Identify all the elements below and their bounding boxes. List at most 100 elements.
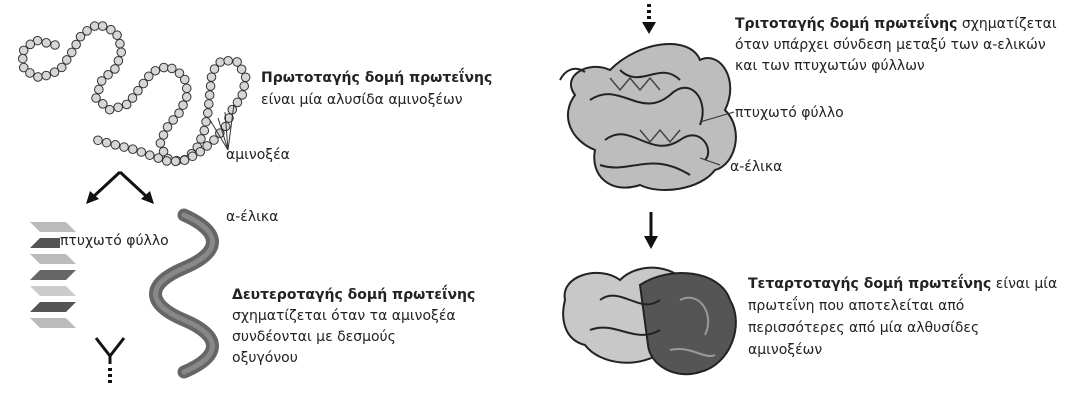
amino-acid-bead xyxy=(42,39,51,48)
amino-acid-bead xyxy=(207,73,216,82)
quaternary-title: Τεταρτοταγής δομή πρωτεΐνης είναι μία xyxy=(748,274,1057,294)
amino-acid-bead xyxy=(180,156,189,165)
amino-acid-bead xyxy=(97,77,106,86)
secondary-line1: σχηματίζεται όταν τα αμινοξέα xyxy=(232,306,456,326)
amino-acid-bead xyxy=(114,103,123,112)
amino-acid-bead xyxy=(163,157,172,166)
tertiary-input-arrow xyxy=(642,4,656,34)
amino-acid-bead xyxy=(114,57,123,66)
amino-acid-bead xyxy=(137,148,146,157)
amino-acid-bead xyxy=(151,66,160,75)
amino-acid-bead xyxy=(163,123,172,132)
primary-title-bold: Πρωτοταγής δομή πρωτεΐνης xyxy=(261,70,492,86)
quaternary-line2: πρωτεΐνη που αποτελείται από xyxy=(748,296,964,316)
amino-acid-bead xyxy=(139,79,148,88)
amino-acid-chain xyxy=(18,22,250,166)
amino-acid-bead xyxy=(168,64,177,73)
merge-dots xyxy=(108,368,112,383)
tertiary-title: Τριτοταγής δομή πρωτεΐνης σχηματίζεται xyxy=(735,14,1057,34)
amino-acid-bead xyxy=(83,27,92,36)
amino-acid-bead xyxy=(196,147,205,156)
amino-acid-bead xyxy=(19,46,28,55)
tertiary-line2: όταν υπάρχει σύνδεση μεταξύ των α-ελικών xyxy=(735,35,1046,55)
amino-acid-bead xyxy=(182,93,191,102)
amino-acid-bead xyxy=(159,131,168,140)
amino-acid-bead xyxy=(62,56,71,65)
quaternary-title-rest: είναι μία xyxy=(991,276,1057,292)
amino-acid-bead xyxy=(134,86,143,95)
amino-acid-bead xyxy=(154,154,163,163)
primary-aminoacid-label: αμινοξέα xyxy=(226,146,290,164)
amino-acid-bead xyxy=(238,91,247,100)
beta-strand xyxy=(30,270,76,280)
amino-acid-bead xyxy=(105,105,114,114)
beta-strand xyxy=(30,286,76,296)
amino-acid-bead xyxy=(145,151,154,160)
beta-strand xyxy=(30,222,76,232)
split-arrows xyxy=(93,172,147,197)
tertiary-helix-label: α-έλικα xyxy=(730,158,782,176)
amino-acid-bead xyxy=(57,63,66,72)
amino-acid-bead xyxy=(111,141,120,150)
amino-acid-bead xyxy=(240,82,249,91)
amino-acid-bead xyxy=(102,138,111,147)
amino-acid-bead xyxy=(117,48,126,57)
amino-acid-bead xyxy=(180,75,189,84)
tertiary-title-rest: σχηματίζεται xyxy=(957,16,1056,32)
secondary-title-bold: Δευτεροταγής δομή πρωτεΐνης xyxy=(232,287,475,303)
amino-acid-bead xyxy=(179,101,188,110)
amino-acid-bead xyxy=(116,39,125,48)
quaternary-title-bold: Τεταρτοταγής δομή πρωτεΐνης xyxy=(748,276,991,292)
amino-acid-bead xyxy=(18,54,27,63)
quaternary-structure xyxy=(563,268,736,375)
amino-acid-bead xyxy=(26,69,35,78)
amino-acid-bead xyxy=(90,22,99,31)
amino-acid-bead xyxy=(171,157,180,166)
beta-strand xyxy=(30,302,76,312)
primary-title: Πρωτοταγής δομή πρωτεΐνης xyxy=(261,68,492,88)
beta-strand xyxy=(30,318,76,328)
secondary-line3: οξυγόνου xyxy=(232,348,298,368)
tertiary-sheet-label: πτυχωτό φύλλο xyxy=(735,104,844,122)
amino-acid-bead xyxy=(202,117,211,126)
amino-acid-bead xyxy=(206,82,215,91)
tertiary-line3: και των πτυχωτών φύλλων xyxy=(735,56,925,76)
amino-acid-bead xyxy=(205,100,214,109)
amino-acid-bead xyxy=(128,94,137,103)
tertiary-structure xyxy=(560,44,736,190)
amino-acid-bead xyxy=(216,58,225,67)
amino-acid-bead xyxy=(197,135,206,144)
amino-acid-bead xyxy=(237,65,246,74)
amino-acid-bead xyxy=(233,98,242,107)
amino-acid-bead xyxy=(67,48,76,57)
quaternary-line3: περισσότερες από μία αλθυσίδες xyxy=(748,318,979,338)
amino-acid-bead xyxy=(113,31,122,40)
primary-text: είναι μία αλυσίδα αμινοξέων xyxy=(261,90,463,110)
amino-acid-bead xyxy=(120,143,129,152)
amino-acid-bead xyxy=(42,71,51,80)
amino-acid-bead xyxy=(224,56,233,65)
quaternary-arrow xyxy=(644,212,658,249)
amino-acid-bead xyxy=(159,63,168,72)
amino-acid-bead xyxy=(51,41,60,50)
amino-acid-bead xyxy=(128,145,137,154)
merge-arrow xyxy=(96,338,124,364)
amino-acid-bead xyxy=(188,152,197,161)
amino-acid-bead xyxy=(204,109,213,118)
tertiary-title-bold: Τριτοταγής δομή πρωτεΐνης xyxy=(735,16,957,32)
amino-acid-bead xyxy=(205,91,214,100)
amino-acid-bead xyxy=(241,73,250,82)
secondary-line2: συνδέονται με δεσμούς xyxy=(232,327,396,347)
amino-acid-bead xyxy=(156,139,165,148)
amino-acid-bead xyxy=(72,40,81,49)
amino-acid-bead xyxy=(34,73,43,82)
quaternary-line4: αμινοξέων xyxy=(748,340,822,360)
secondary-sheet-label: πτυχωτό φύλλο xyxy=(60,232,169,250)
amino-acid-bead xyxy=(95,85,104,94)
amino-acid-bead xyxy=(228,105,237,114)
secondary-helix-label: α-έλικα xyxy=(226,208,278,226)
amino-acid-bead xyxy=(200,126,209,135)
amino-acid-bead xyxy=(94,136,103,145)
beta-strand xyxy=(30,254,76,264)
amino-acid-bead xyxy=(182,84,191,93)
